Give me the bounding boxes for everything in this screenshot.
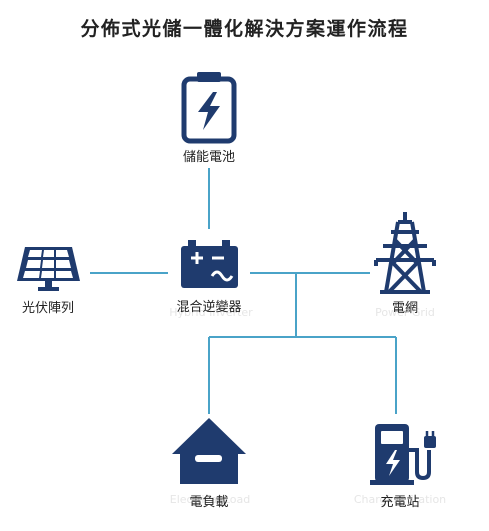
solar-panel-icon	[17, 247, 80, 291]
load-ghost-caption: Electrical Load	[169, 493, 251, 506]
battery-bolt-icon	[181, 72, 237, 144]
charging-ghost-caption: Charging Station	[353, 493, 447, 506]
inverter-ghost-caption: Hybrid Inverter	[169, 306, 253, 319]
load-label: 電負載	[189, 495, 229, 510]
charging-label: 充電站	[380, 495, 420, 510]
inverter-icon	[181, 240, 238, 288]
grid-label: 電網	[391, 301, 418, 316]
grid-ghost-caption: Power Grid	[375, 306, 435, 319]
house-load-icon	[172, 418, 246, 484]
ev-charger-icon	[370, 424, 436, 485]
diagram-title: 分佈式光儲一體化解決方案運作流程	[80, 18, 409, 40]
storage-label: 儲能電池	[182, 150, 235, 165]
pv-label: 光伏陣列	[21, 301, 74, 316]
transmission-tower-icon	[374, 212, 436, 294]
connector-lines	[90, 168, 397, 414]
inverter-label: 混合逆變器	[176, 300, 242, 315]
